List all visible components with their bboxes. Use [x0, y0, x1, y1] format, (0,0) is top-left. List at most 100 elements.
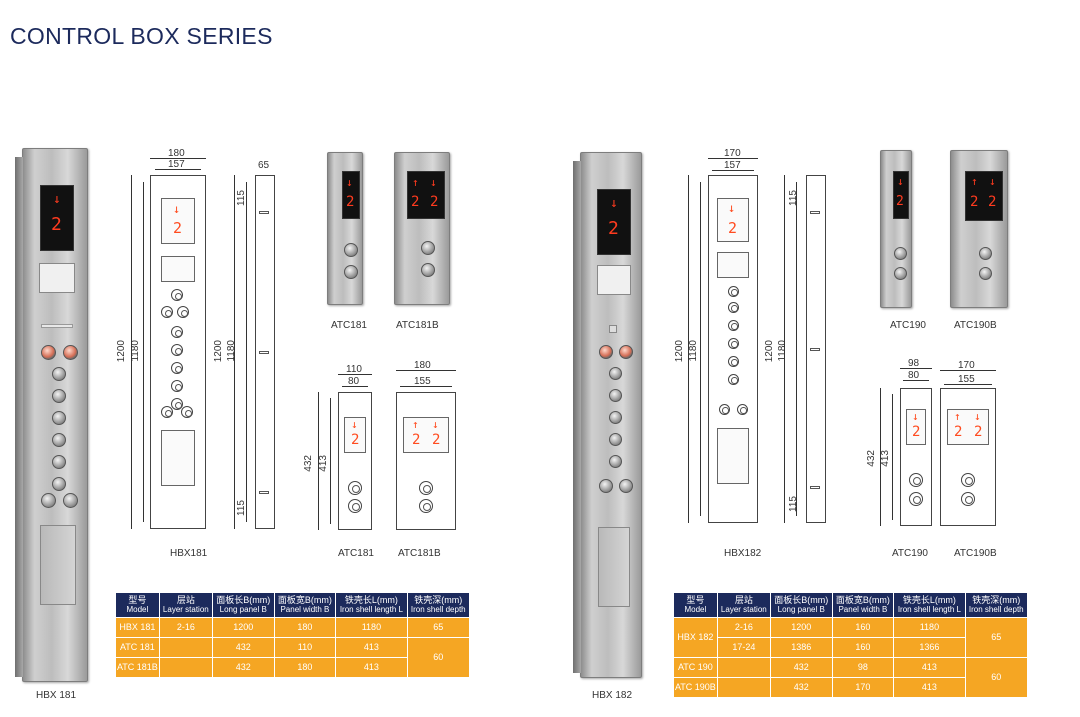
floor-button-5[interactable]	[52, 455, 66, 469]
table-cell: 413	[893, 676, 966, 698]
dim-bottom-gap: 115	[788, 496, 799, 512]
floor-digit: 2	[608, 218, 619, 239]
table-cell: 60	[964, 656, 1029, 698]
floor-digit: 2	[970, 194, 979, 210]
dim-side-inner: 1180	[226, 340, 237, 362]
dim-atc-a-inner: 80	[348, 376, 360, 387]
floor-digit: 2	[974, 424, 983, 440]
floor-digit: 2	[954, 424, 963, 440]
dim-top-gap: 115	[788, 190, 799, 206]
floor-button-3[interactable]	[52, 411, 66, 425]
floor-button-2[interactable]	[52, 389, 66, 403]
table-cell: 180	[273, 656, 337, 678]
table-cell: 432	[211, 636, 275, 658]
floor-digit: 2	[411, 194, 420, 210]
dim-atc-b-inner: 155	[958, 374, 975, 385]
floor-button-1[interactable]	[52, 367, 66, 381]
down-call-button[interactable]	[421, 263, 435, 277]
hbx182-drawing: ↓ 2	[708, 175, 758, 523]
dim-outer-height: 1200	[674, 340, 685, 363]
atc190-photo-label: ATC190	[890, 320, 926, 331]
table-cell: ATC 181	[115, 636, 160, 658]
table-cell: 65	[964, 616, 1029, 658]
table-cell: HBX 182	[673, 616, 718, 658]
table-header-cell: 面板宽B(mm)Panel width B	[831, 592, 895, 618]
dim-bottom-gap: 115	[236, 500, 247, 516]
atc181b-drawing: ↑ ↓ 2 2	[396, 392, 456, 530]
table-cell: 413	[893, 656, 966, 678]
table-cell: 1180	[335, 616, 408, 638]
door-open-button[interactable]	[41, 493, 56, 508]
col-depth: 铁壳深(mm)Iron shell depth	[406, 592, 471, 618]
dim-atc-outer-height: 432	[866, 450, 877, 467]
floor-digit: 2	[173, 219, 183, 237]
up-call-button[interactable]	[344, 243, 358, 257]
table-cell: 65	[406, 616, 471, 638]
table-cell: 413	[335, 636, 408, 658]
dim-inner-width: 157	[168, 159, 185, 170]
table-cell	[158, 636, 213, 658]
hbx181-photo: ↓ 2	[15, 148, 88, 682]
dim-atc-b-inner: 155	[414, 376, 431, 387]
page-title: CONTROL BOX SERIES	[10, 23, 273, 49]
table-cell: 160	[831, 636, 895, 658]
dim-outer-height: 1200	[116, 340, 127, 363]
hbx182-photo-label: HBX 182	[592, 690, 633, 701]
col-width: 面板宽B(mm)Panel width B	[273, 592, 337, 618]
alarm-button[interactable]	[599, 345, 613, 359]
table-cell: 180	[273, 616, 337, 638]
table-cell: 2-16	[716, 616, 771, 638]
atc181b-drawing-label: ATC181B	[398, 548, 441, 559]
inspection-sticker	[39, 263, 75, 293]
floor-button-4[interactable]	[52, 433, 66, 447]
table-cell	[716, 656, 771, 678]
floor-digit: 2	[51, 214, 62, 235]
table-cell: 160	[831, 616, 895, 638]
col-long: 面板长B(mm)Long panel B	[211, 592, 275, 618]
alarm-button[interactable]	[41, 345, 56, 360]
floor-button-6[interactable]	[52, 477, 66, 491]
call-button[interactable]	[63, 345, 78, 360]
dim-outer-width: 180	[168, 148, 185, 159]
floor-digit: 2	[412, 432, 421, 448]
hbx181-photo-label: HBX 181	[36, 690, 77, 701]
table-cell: HBX 181	[115, 616, 160, 638]
floor-digit: 2	[346, 194, 355, 210]
hbx181-drawing: ↓ 2	[150, 175, 206, 529]
door-open-button[interactable]	[599, 479, 613, 493]
down-call-button[interactable]	[344, 265, 358, 279]
call-button[interactable]	[619, 345, 633, 359]
dim-inner-height: 1180	[688, 340, 699, 362]
table-cell: 413	[335, 656, 408, 678]
table-cell: 1200	[769, 616, 833, 638]
atc181-photo-label: ATC181	[331, 320, 367, 331]
table-cell: 1386	[769, 636, 833, 658]
dim-outer-width: 170	[724, 148, 741, 159]
dim-inner-width: 157	[724, 160, 741, 171]
hbx182-photo-display: ↓ 2	[597, 189, 631, 255]
up-call-button[interactable]	[421, 241, 435, 255]
atc190b-photo: ↑ ↓ 2 2	[950, 150, 1008, 308]
hbx182-photo: ↓ 2	[573, 152, 642, 678]
dim-atc-a-inner: 80	[908, 370, 920, 381]
door-close-button[interactable]	[619, 479, 633, 493]
atc190-drawing-label: ATC190	[892, 548, 928, 559]
atc181-drawing: ↓ 2	[338, 392, 372, 530]
floor-digit: 2	[988, 194, 997, 210]
left-group: ↓ 2 HBX 181 180 157 ↓ 2	[15, 148, 471, 701]
hbx182-drawing-label: HBX182	[724, 548, 762, 559]
table-cell: 432	[211, 656, 275, 678]
dim-side-height: 1200	[213, 340, 224, 363]
door-close-button[interactable]	[63, 493, 78, 508]
atc190b-photo-label: ATC190B	[954, 320, 997, 331]
atc181-drawing-label: ATC181	[338, 548, 374, 559]
table-cell: 432	[769, 676, 833, 698]
dim-top-gap: 115	[236, 190, 247, 206]
table-cell: 60	[406, 636, 471, 678]
table-cell: ATC 190	[673, 656, 718, 678]
